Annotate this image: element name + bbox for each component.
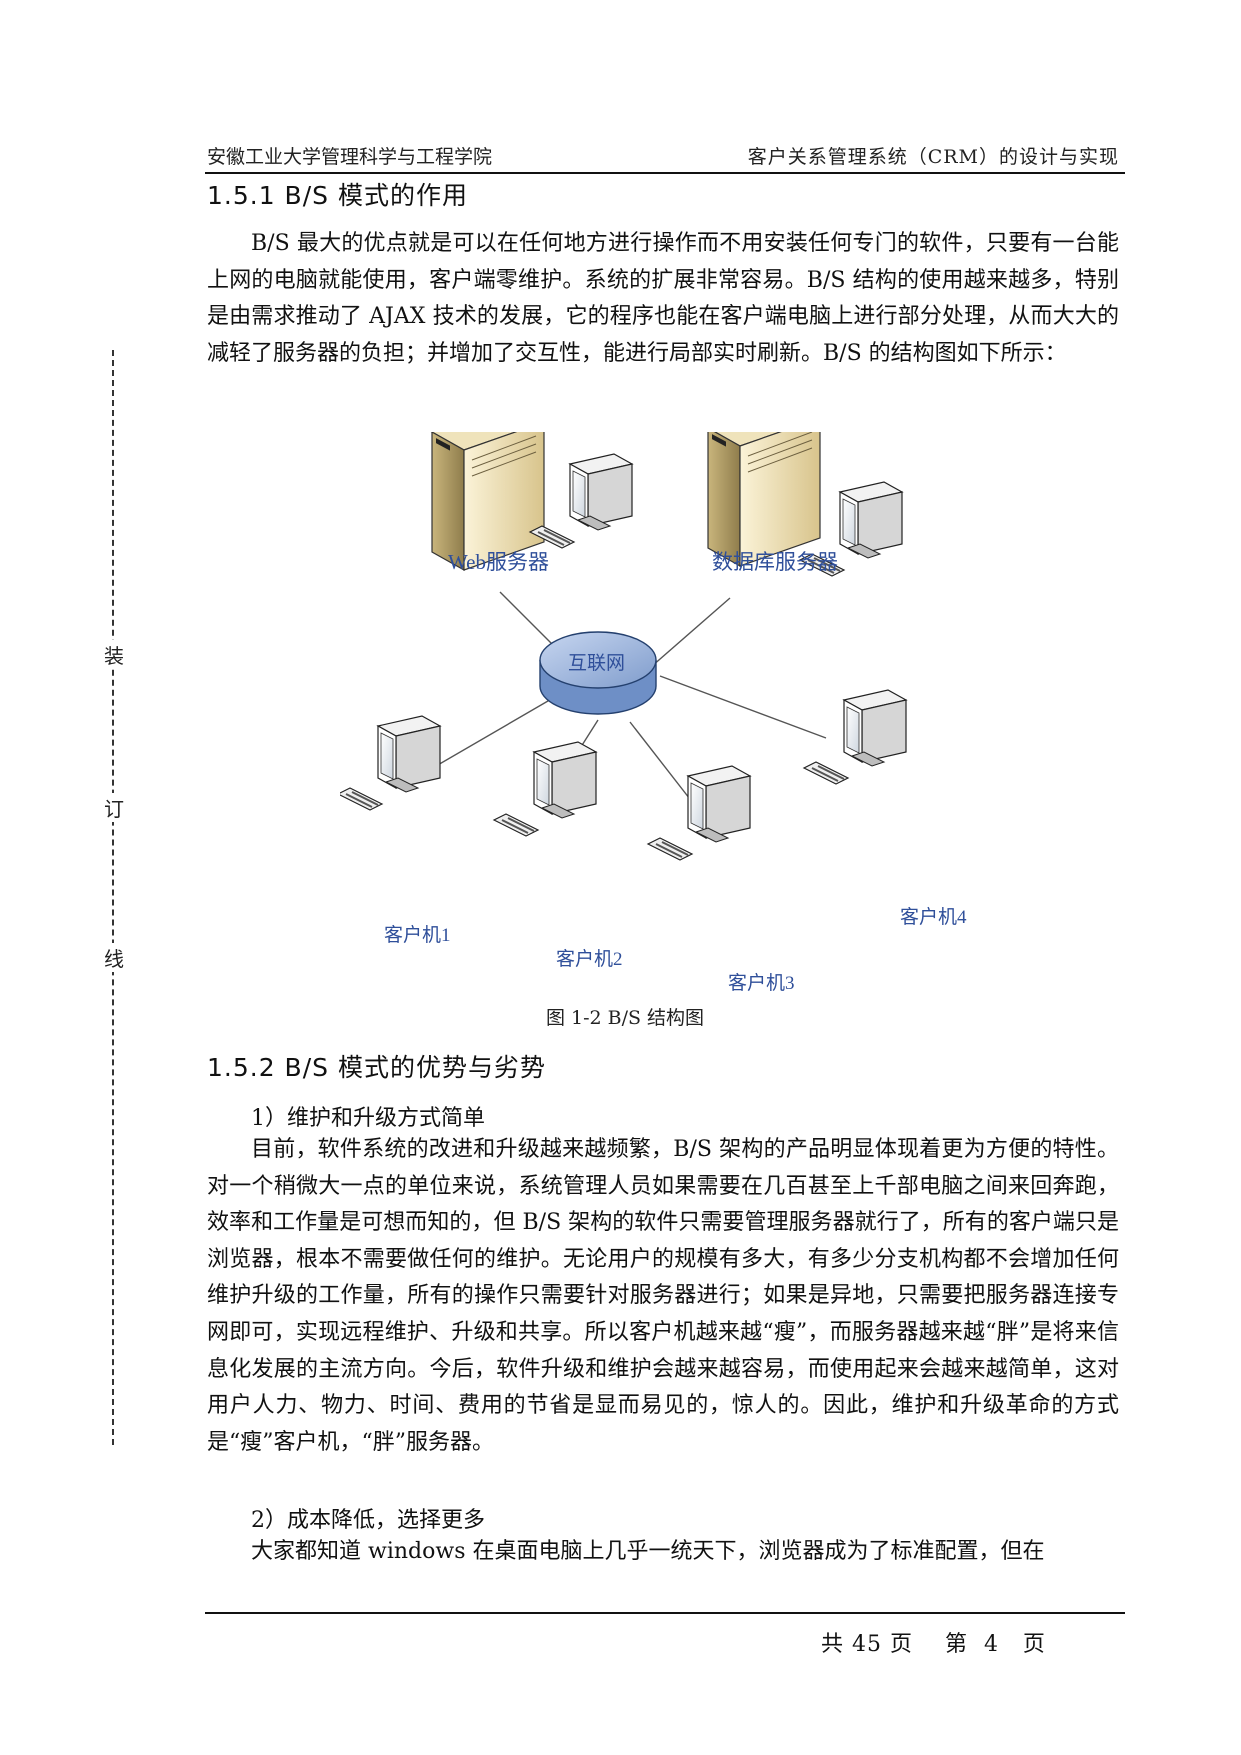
client-1-icon <box>340 715 441 811</box>
item-1-heading: 1）维护和升级方式简单 <box>251 1106 485 1131</box>
client-4-label: 客户机4 <box>900 907 967 928</box>
client-3-label: 客户机3 <box>728 973 795 994</box>
section-title-1-5-1: 1.5.1 B/S 模式的作用 <box>207 181 468 210</box>
binding-char-ding: 订 <box>102 793 126 822</box>
client-2-icon <box>493 741 597 837</box>
db-server-label: 数据库服务器 <box>712 550 838 574</box>
binding-dash <box>112 350 114 1445</box>
binding-char-xian: 线 <box>102 943 126 972</box>
binding-line: 装 订 线 <box>100 350 130 1450</box>
section-1-5-2-paragraph-2: 大家都知道 windows 在桌面电脑上几乎一统天下，浏览器成为了标准配置，但在 <box>251 1539 1045 1564</box>
client-2-label: 客户机2 <box>556 949 623 970</box>
client-4-icon <box>803 689 907 785</box>
internet-cloud-icon <box>539 631 657 715</box>
client-3-icon <box>647 765 751 861</box>
header-institution: 安徽工业大学管理科学与工程学院 <box>207 146 493 168</box>
binding-char-zhuang: 装 <box>102 640 126 669</box>
section-title-1-5-2: 1.5.2 B/S 模式的优势与劣势 <box>207 1053 546 1082</box>
header-thesis-title: 客户关系管理系统（CRM）的设计与实现 <box>747 146 1119 168</box>
web-server-label: Web服务器 <box>448 550 549 574</box>
diagram-canvas <box>340 432 907 861</box>
figure-caption: 图 1-2 B/S 结构图 <box>545 1007 705 1029</box>
internet-label: 互联网 <box>568 653 626 674</box>
item-2-heading: 2）成本降低，选择更多 <box>251 1508 485 1533</box>
web-server-workstation-icon <box>529 453 633 549</box>
page-header: 安徽工业大学管理科学与工程学院 客户关系管理系统（CRM）的设计与实现 <box>205 138 1125 174</box>
section-1-5-1-paragraph: B/S 最大的优点就是可以在任何地方进行操作而不用安装任何专门的软件，只要有一台… <box>207 231 1119 366</box>
section-1-5-2-paragraph-1: 目前，软件系统的改进和升级越来越频繁，B/S 架构的产品明显体现着更为方便的特性… <box>207 1137 1119 1455</box>
page-footer: 共 45 页 第 4 页 <box>205 1612 1125 1657</box>
bs-structure-diagram: Web服务器 数据库服务器 互联网 客户机1 客户机2 客户机3 客户机4 <box>340 432 1020 994</box>
client-1-label: 客户机1 <box>384 925 451 946</box>
page-number: 共 45 页 第 4 页 <box>821 1632 1046 1657</box>
